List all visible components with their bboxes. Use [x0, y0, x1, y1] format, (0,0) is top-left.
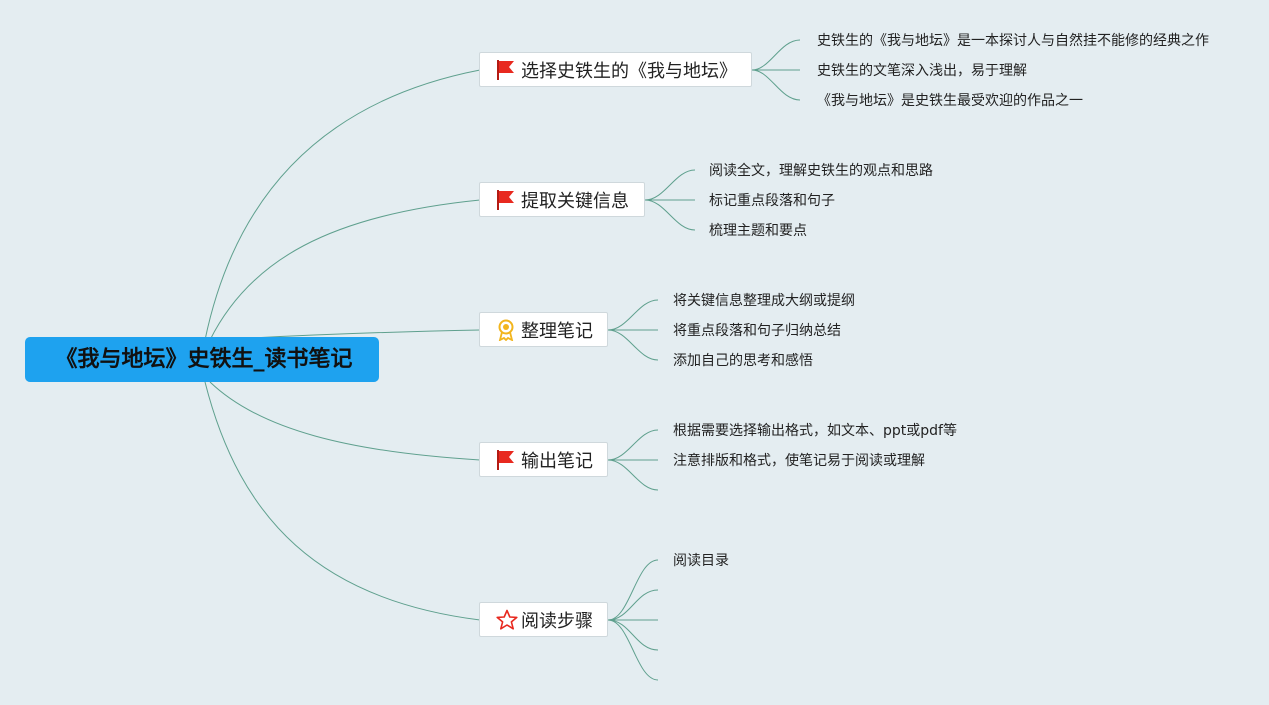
leaf-item[interactable]: 将重点段落和句子归纳总结: [673, 323, 841, 339]
branch-label: 阅读步骤: [521, 610, 593, 632]
leaf-item[interactable]: 注意排版和格式，使笔记易于阅读或理解: [673, 453, 925, 469]
award-medal-icon: [496, 319, 516, 342]
red-flag-icon: [496, 59, 516, 81]
branch-organize-notes[interactable]: 整理笔记: [479, 312, 608, 347]
connector-root-branch-4: [209, 381, 481, 461]
connector-root-branch-1: [204, 69, 481, 341]
branch-label: 选择史铁生的《我与地坛》: [521, 60, 737, 82]
leaf-item[interactable]: 史铁生的《我与地坛》是一本探讨人与自然挂不能修的经典之作: [817, 33, 1209, 49]
star-outline-icon: [496, 609, 518, 631]
leaf-item[interactable]: 《我与地坛》是史铁生最受欢迎的作品之一: [817, 93, 1083, 109]
leaf-item[interactable]: 梳理主题和要点: [709, 223, 807, 239]
branch-reading-steps[interactable]: 阅读步骤: [479, 602, 608, 637]
leaf-item[interactable]: 史铁生的文笔深入浅出，易于理解: [817, 63, 1027, 79]
red-flag-icon: [496, 449, 516, 471]
branch-output-notes[interactable]: 输出笔记: [479, 442, 608, 477]
connector-root-branch-2: [209, 199, 481, 341]
leaf-item[interactable]: 标记重点段落和句子: [709, 193, 835, 209]
leaf-item[interactable]: 将关键信息整理成大纲或提纲: [673, 293, 855, 309]
leaf-item[interactable]: 添加自己的思考和感悟: [673, 353, 813, 369]
branch-label: 整理笔记: [521, 320, 593, 342]
branch-label: 提取关键信息: [521, 190, 629, 212]
connector-root-branch-5: [204, 381, 481, 621]
branch-label: 输出笔记: [521, 450, 593, 472]
leaf-item[interactable]: 阅读全文，理解史铁生的观点和思路: [709, 163, 933, 179]
red-flag-icon: [496, 189, 516, 211]
leaf-item[interactable]: 根据需要选择输出格式，如文本、ppt或pdf等: [673, 423, 957, 439]
branch-select-book[interactable]: 选择史铁生的《我与地坛》: [479, 52, 752, 87]
root-topic[interactable]: 《我与地坛》史铁生_读书笔记: [25, 337, 379, 382]
leaf-item[interactable]: 阅读目录: [673, 553, 729, 569]
branch-extract-info[interactable]: 提取关键信息: [479, 182, 645, 217]
